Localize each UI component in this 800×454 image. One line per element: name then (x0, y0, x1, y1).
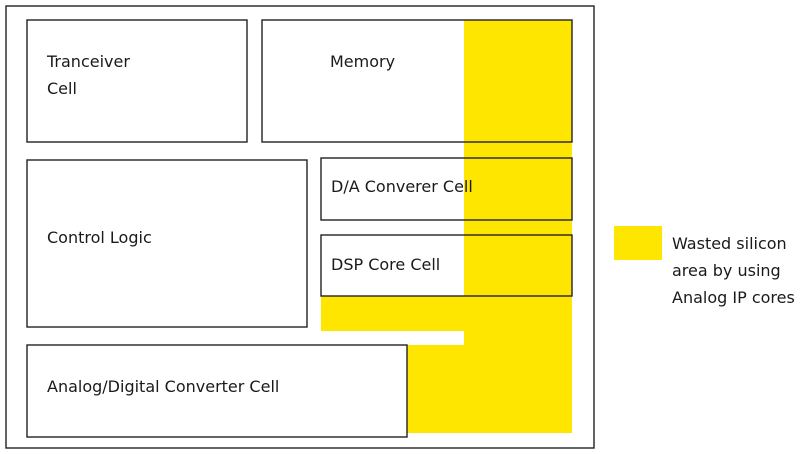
wasted-area-bottom (407, 345, 464, 433)
wasted-area-column (464, 20, 572, 433)
legend-label-line2: area by using (672, 261, 781, 280)
memory-cell (261, 19, 573, 143)
da-converter-cell (320, 157, 573, 221)
transceiver-cell-label-line1: Tranceiver (46, 52, 130, 71)
control-logic-label: Control Logic (47, 228, 152, 247)
transceiver-cell-label-line2: Cell (47, 79, 77, 98)
memory-cell-label: Memory (330, 52, 395, 71)
ad-converter-label: Analog/Digital Converter Cell (47, 377, 279, 396)
wasted-area-notch (321, 296, 464, 331)
da-converter-label: D/A Converer Cell (331, 177, 473, 196)
transceiver-cell (26, 19, 248, 143)
legend-swatch (614, 226, 662, 260)
legend-label-line3: Analog IP cores (672, 288, 795, 307)
dsp-core-label: DSP Core Cell (331, 255, 440, 274)
legend-label-line1: Wasted silicon (672, 234, 787, 253)
control-logic-cell (26, 159, 308, 328)
dsp-core-cell (320, 234, 573, 297)
ad-converter-cell (26, 344, 408, 438)
